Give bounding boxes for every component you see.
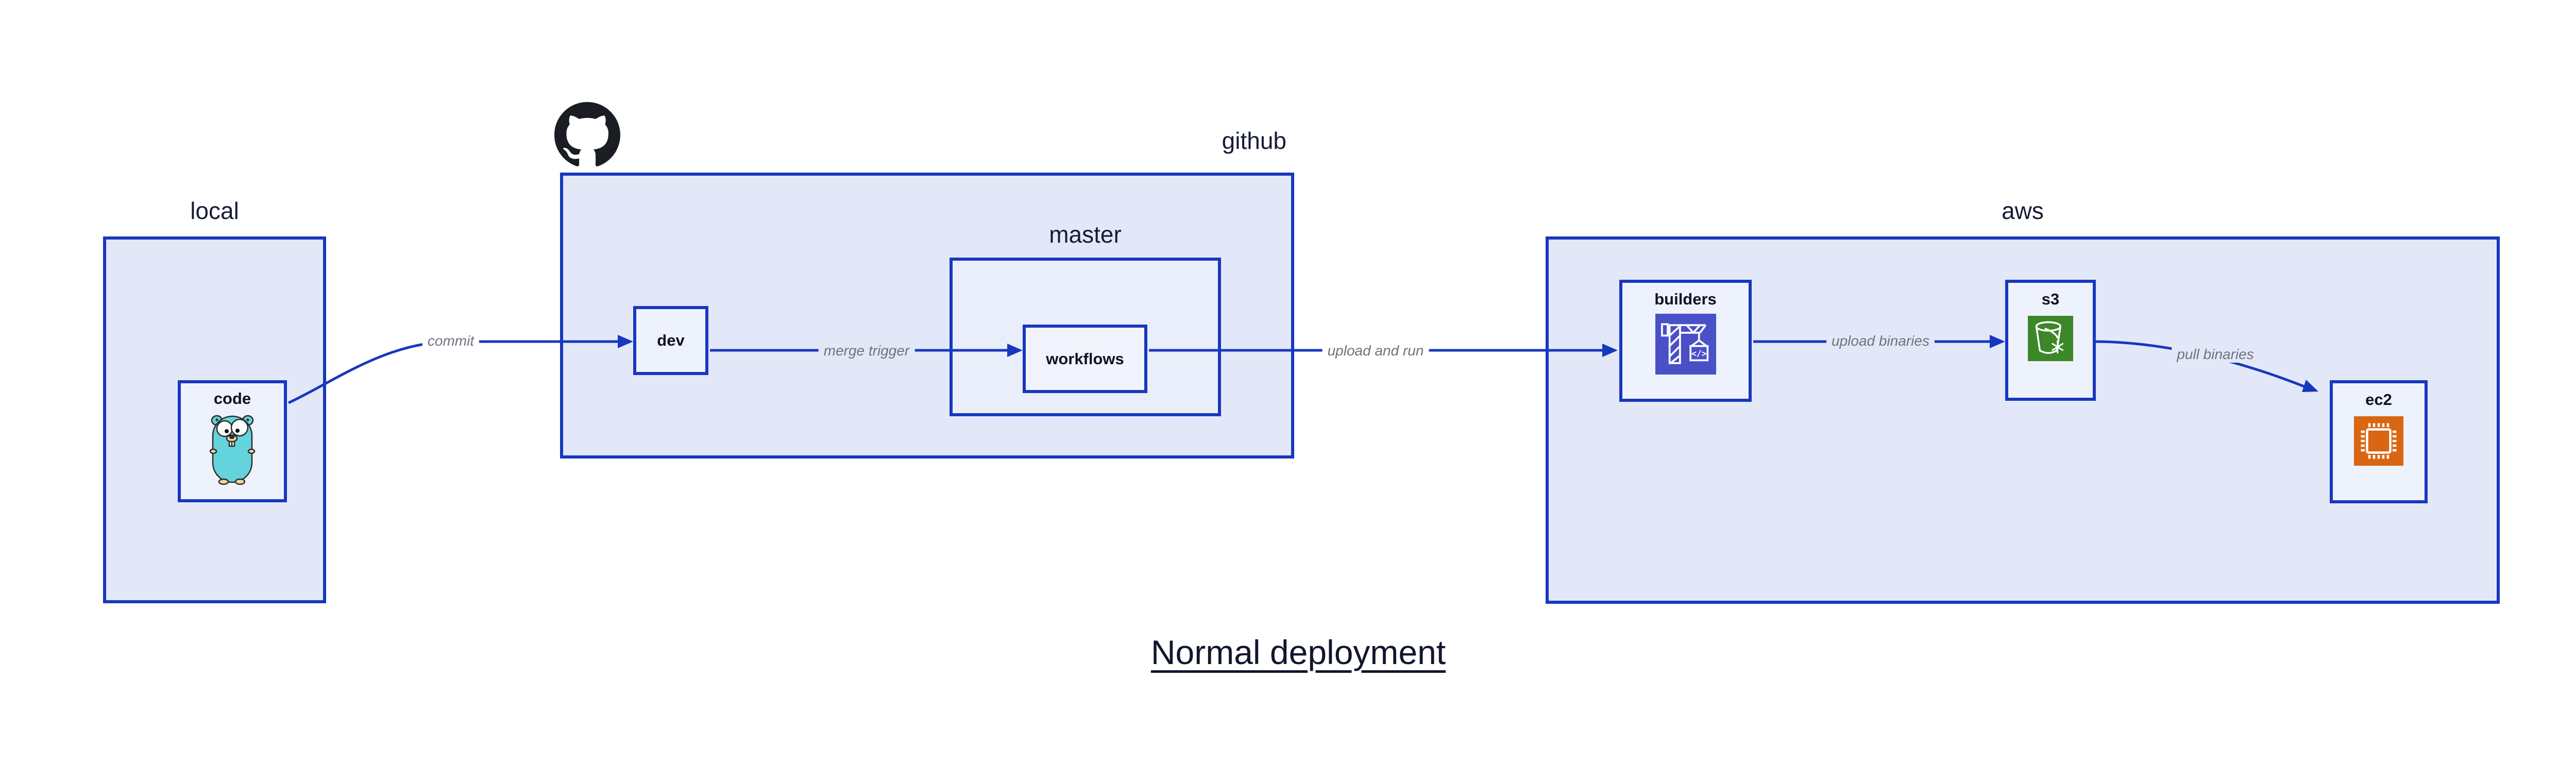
group-label-aws: aws (2002, 197, 2044, 224)
s3-bucket-snowflake-icon (2028, 316, 2073, 364)
node-s3-label: s3 (2041, 290, 2060, 308)
github-octocat-icon (554, 102, 620, 166)
edge-label-upload-binaries: upload binaries (1826, 333, 1935, 349)
node-builders-label: builders (1654, 290, 1717, 308)
node-dev-label: dev (657, 331, 685, 349)
diagram-title: Normal deployment (1150, 633, 1446, 671)
group-label-github: github (1222, 127, 1286, 154)
node-code: code (178, 380, 287, 502)
node-workflows: workflows (1023, 325, 1147, 393)
node-workflows-label: workflows (1046, 349, 1124, 368)
edge-label-pull-binaries: pull binaries (2172, 346, 2259, 363)
edge-label-upload-and-run: upload and run (1322, 343, 1429, 359)
edge-label-commit: commit (422, 333, 480, 349)
node-builders: builders </> (1619, 280, 1752, 402)
edge-label-merge-trigger: merge trigger (818, 343, 915, 359)
group-label-local: local (190, 197, 239, 224)
node-ec2: ec2 (2330, 380, 2428, 503)
ec2-chip-icon (2354, 416, 2403, 468)
node-s3: s3 (2005, 280, 2096, 401)
codebuild-crane-icon: </> (1655, 314, 1716, 377)
node-ec2-label: ec2 (2365, 390, 2392, 409)
svg-text:</>: </> (1691, 349, 1706, 359)
node-code-label: code (213, 389, 251, 408)
go-gopher-icon (207, 413, 258, 488)
node-dev: dev (633, 306, 708, 375)
group-label-master: master (1049, 221, 1122, 248)
